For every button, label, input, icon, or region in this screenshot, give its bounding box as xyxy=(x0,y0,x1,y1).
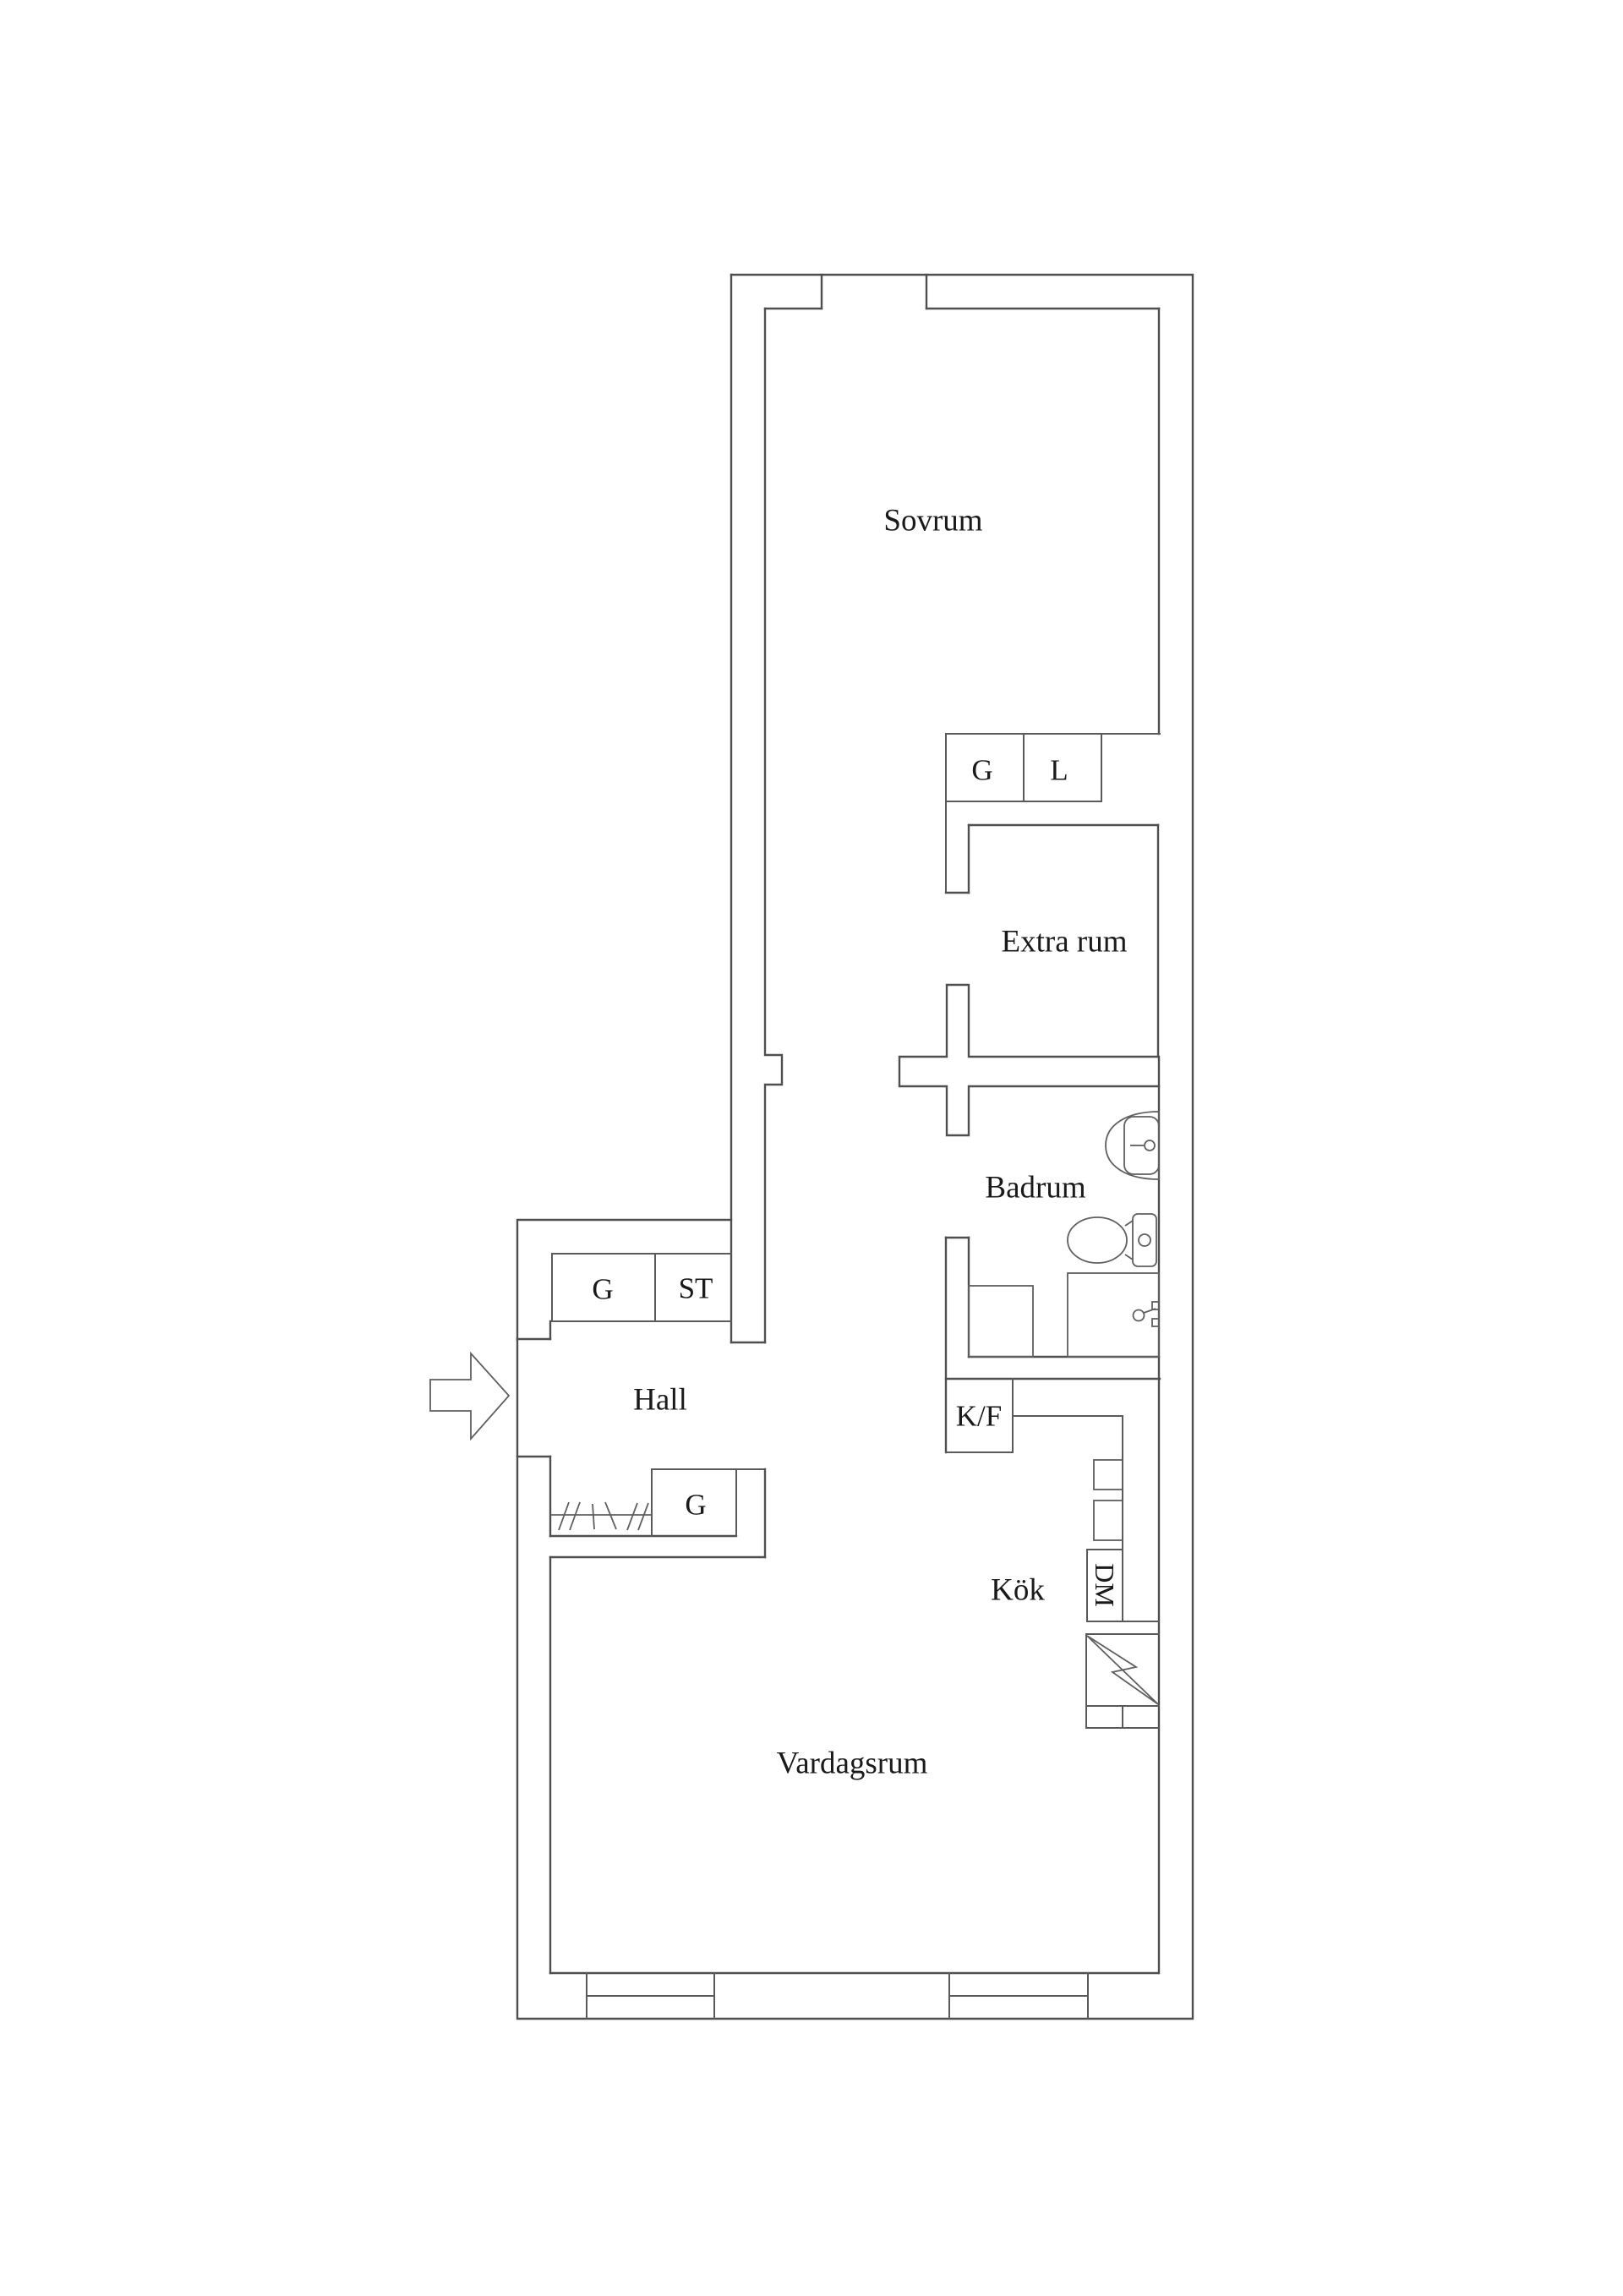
window-left-icon xyxy=(586,1972,715,2020)
vardagsrum-walls xyxy=(549,1555,1160,1975)
room-label-hall: Hall xyxy=(633,1383,687,1418)
sink-icon xyxy=(1105,1111,1160,1180)
label-fridge-freezer: K/F xyxy=(956,1400,1002,1433)
room-label-vardagsrum: Vardagsrum xyxy=(777,1747,928,1781)
closet-label-g-hall-lower: G xyxy=(685,1489,706,1522)
badrum-walls xyxy=(944,1085,1161,1975)
extra-rum-walls xyxy=(898,823,1161,1137)
hall-walls xyxy=(516,1253,738,1538)
entrance-arrow-icon xyxy=(429,1351,511,1441)
kitchen-sink-icon xyxy=(1093,1459,1123,1541)
sovrum-closets xyxy=(945,733,1161,894)
sovrum-walls xyxy=(730,273,1161,1344)
coat-rack-icon xyxy=(551,1501,652,1531)
shower-head-icon xyxy=(1132,1301,1160,1327)
toilet-icon xyxy=(1067,1213,1157,1267)
stove-icon xyxy=(1085,1621,1160,1729)
shower-box-icon xyxy=(1067,1272,1160,1358)
label-dishwasher: DM xyxy=(1090,1563,1120,1607)
washer-box-icon xyxy=(968,1285,1034,1358)
room-label-badrum: Badrum xyxy=(985,1171,1085,1205)
room-label-extra-rum: Extra rum xyxy=(1002,925,1128,959)
badrum-fixtures xyxy=(968,1111,1160,1358)
hall-lower-closet xyxy=(549,1468,767,1559)
closet-label-g-hall-upper: G xyxy=(592,1273,613,1306)
room-label-kok: Kök xyxy=(991,1573,1045,1608)
outer-walls xyxy=(516,273,1194,2020)
closet-label-st-hall: ST xyxy=(679,1272,713,1305)
labels: Sovrum G L Extra rum Badrum G ST Hall G … xyxy=(592,504,1127,1781)
room-label-sovrum: Sovrum xyxy=(883,504,982,538)
closet-label-g-sovrum: G xyxy=(971,754,992,787)
window-right-icon xyxy=(948,1972,1089,2020)
closet-label-l-sovrum: L xyxy=(1050,754,1068,787)
